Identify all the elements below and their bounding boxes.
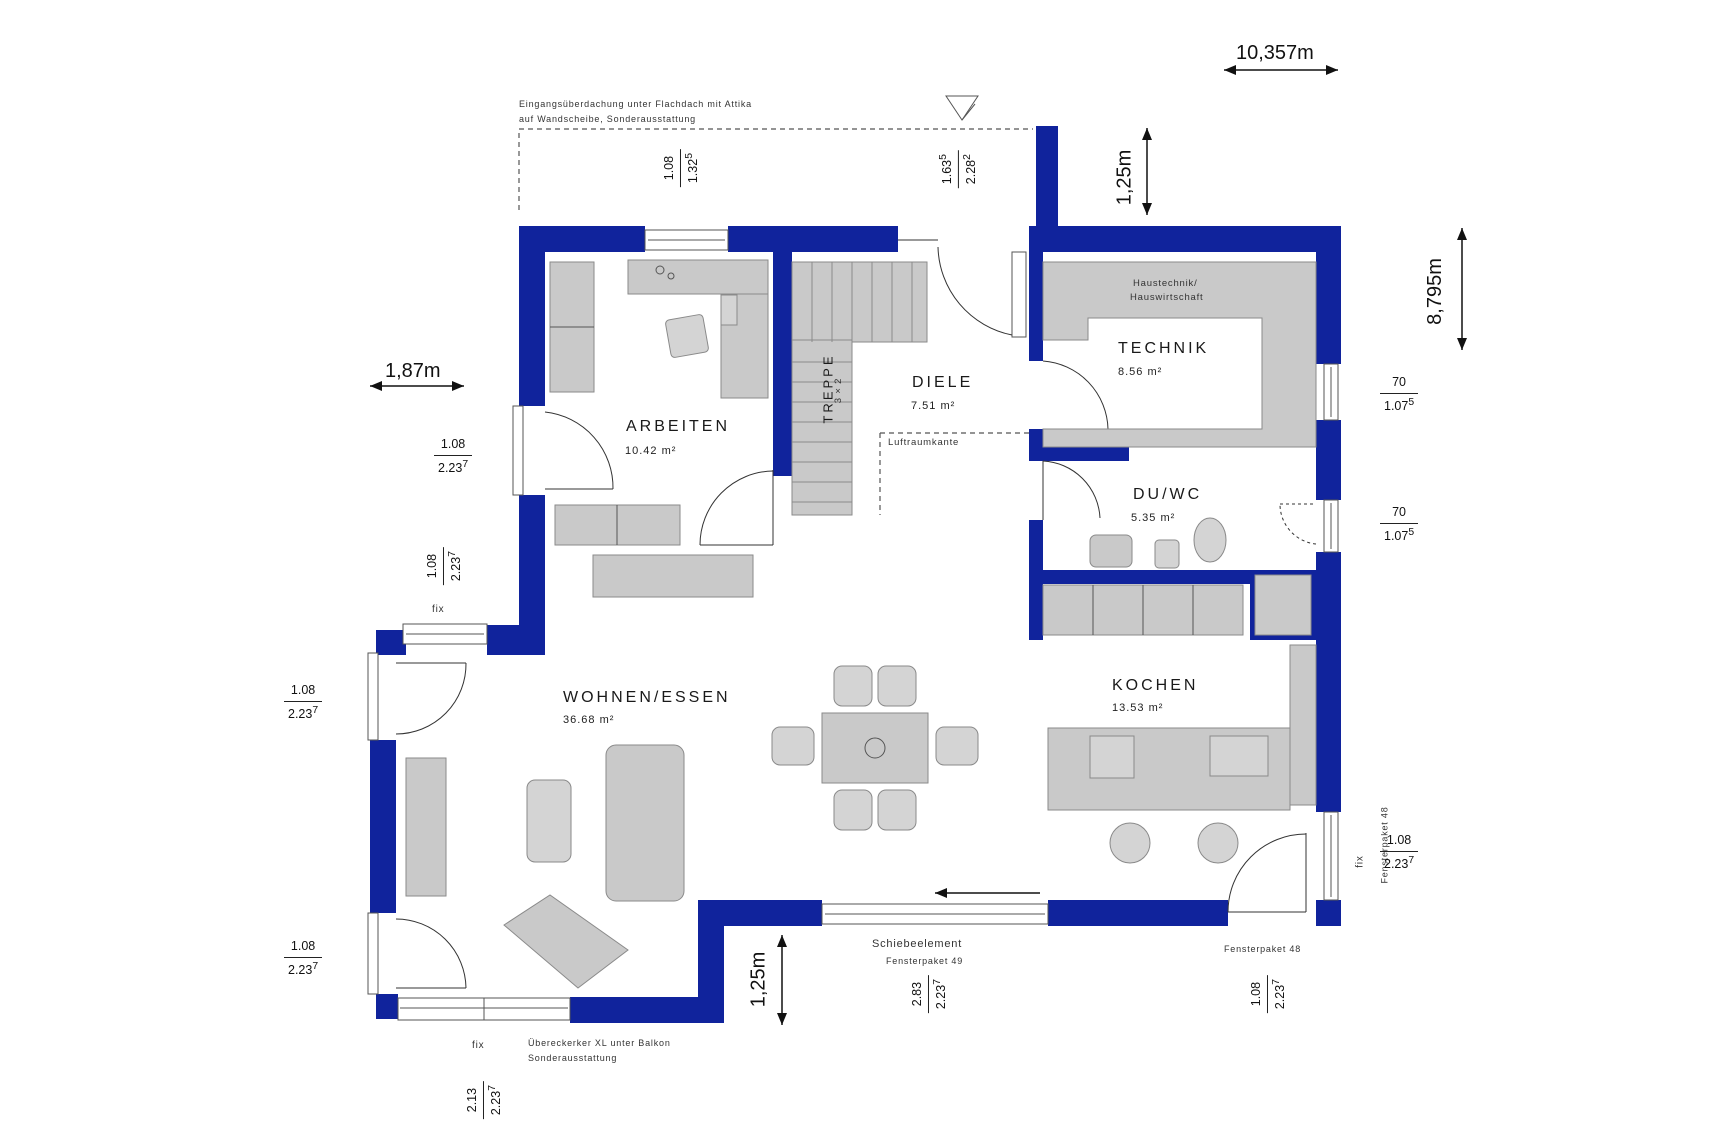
opening-duwc-east: 70 1.075 [1380, 506, 1419, 542]
opening-num: 1.08 [662, 149, 681, 188]
opening-entrance-1: 1.08 1.325 [662, 149, 700, 188]
opening-den: 2.282 [961, 154, 978, 185]
furniture [405, 259, 1317, 989]
north-marker-line [961, 103, 976, 121]
opening-bay-south: 2.13 2.237 [465, 1081, 503, 1120]
stair-steps-label: 3 × 2 [833, 377, 845, 404]
opening-arbeiten-west: 1.08 2.237 [434, 438, 473, 474]
fensterpaket-48-label: Fensterpaket 48 [1224, 944, 1302, 954]
terrace-depth-label: 1,25m [747, 951, 770, 1008]
room-duwc-area: 5.35 m² [1131, 512, 1176, 524]
entrance-depth-label: 1,25m [1113, 149, 1136, 206]
opening-kitchen-south: 1.08 2.237 [1249, 975, 1287, 1014]
opening-entrance-2: 1.635 2.282 [938, 150, 978, 189]
canopy-note-line2: auf Wandscheibe, Sonderausstattung [519, 114, 696, 124]
room-wohnen-name: WOHNEN/ESSEN [563, 689, 731, 706]
room-arbeiten-area: 10.42 m² [625, 445, 677, 457]
opening-bay-sw: 1.08 2.237 [284, 940, 323, 976]
dimension-arrows [370, 65, 1467, 1025]
bay-width-label: 1,87m [385, 360, 441, 382]
bay-note-line2: Sonderausstattung [528, 1053, 618, 1063]
luftraumkante-label: Luftraumkante [888, 437, 960, 448]
windows [397, 229, 1339, 1021]
canopy-note-line1: Eingangsüberdachung unter Flachdach mit … [519, 99, 752, 109]
room-diele-name: DIELE [912, 374, 974, 391]
fix-label-bottom: fix [472, 1040, 485, 1051]
room-duwc-name: DU/WC [1133, 486, 1203, 503]
fix-label-left: fix [432, 604, 445, 615]
room-kochen-name: KOCHEN [1112, 677, 1199, 694]
canopy-outline [518, 128, 1033, 210]
walls [370, 126, 1341, 1023]
technik-sub-line1: Haustechnik/ [1133, 278, 1198, 289]
opening-kitchen-east: 1.08 2.237 [1380, 834, 1419, 870]
fix-label-right: fix [1354, 855, 1366, 868]
opening-technik-east: 70 1.075 [1380, 376, 1419, 412]
opening-num: 1.635 [938, 150, 959, 189]
room-wohnen-area: 36.68 m² [563, 714, 615, 726]
room-technik-area: 8.56 m² [1118, 366, 1163, 378]
technik-sub-line2: Hauswirtschaft [1130, 292, 1204, 303]
opening-wohnen-nw: 1.08 2.237 [425, 547, 463, 586]
room-diele-area: 7.51 m² [911, 400, 956, 412]
bay-note-line1: Übereckerker XL unter Balkon [528, 1038, 671, 1048]
north-marker-icon [945, 95, 979, 121]
fensterpaket-49-label: Fensterpaket 49 [886, 956, 964, 966]
overall-height-label: 8,795m [1423, 258, 1446, 325]
room-kochen-area: 13.53 m² [1112, 702, 1164, 714]
overall-width-label: 10,357m [1236, 42, 1314, 64]
room-technik-name: TECHNIK [1118, 340, 1210, 357]
opening-bay-west: 1.08 2.237 [284, 684, 323, 720]
opening-slider: 2.83 2.237 [910, 975, 948, 1014]
schiebeelement-label: Schiebeelement [872, 938, 963, 950]
opening-den: 1.325 [683, 153, 700, 184]
room-arbeiten-name: ARBEITEN [626, 418, 731, 435]
